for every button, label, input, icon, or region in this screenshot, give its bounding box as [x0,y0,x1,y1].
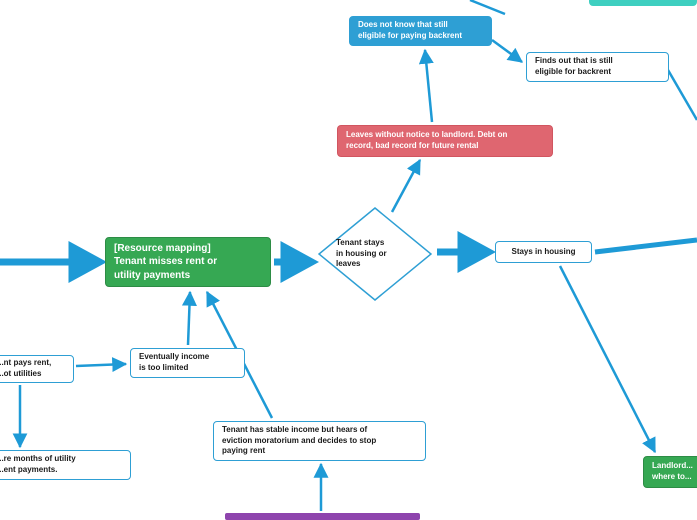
node-tenant-pays-rent-not-utilities[interactable]: ...nt pays rent, ...ot utilities [0,355,74,383]
node-label: Tenant has stable income but hears of ev… [222,424,377,456]
edge-leaves-to-does-not-know [418,48,434,123]
node-label: Finds out that is still eligible for bac… [535,56,613,76]
edge-stays-to-landlord [558,265,657,454]
node-label: Landlord... where to... [652,461,693,481]
node-label: Leaves without notice to landlord. Debt … [346,130,508,150]
node-label: Tenant stays in housing or leaves [336,237,387,269]
edge-decision-to-leaves [390,158,422,213]
node-stays-in-housing[interactable]: Stays in housing [495,241,592,263]
node-leaves-without-notice[interactable]: Leaves without notice to landlord. Debt … [337,125,553,157]
edge-top-incoming [469,0,506,16]
node-label: Eventually income is too limited [139,352,210,372]
diamond-shape [318,207,432,301]
edge-stays-right [594,237,697,255]
node-purple-bottom-bar[interactable] [225,513,420,520]
node-resource-mapping-misses-rent[interactable]: [Resource mapping] Tenant misses rent or… [105,237,271,287]
node-label: Stays in housing [511,246,576,256]
node-label: ...nt pays rent, ...ot utilities [0,358,52,378]
node-months-utility-payments[interactable]: ...re months of utility ...ent payments. [0,450,131,480]
node-label: Does not know that still eligible for pa… [358,20,463,40]
edge-paysrent-to-income [75,357,128,373]
edge-income-to-resource [181,290,197,346]
node-landlord-where-to[interactable]: Landlord... where to... [643,456,697,488]
node-label: ...re months of utility ...ent payments. [0,454,76,474]
node-finds-out-backrent[interactable]: Finds out that is still eligible for bac… [526,52,669,82]
edge-doesnotknow-to-findsout [491,38,524,64]
node-eventually-income-limited[interactable]: Eventually income is too limited [130,348,245,378]
node-stable-income-moratorium[interactable]: Tenant has stable income but hears of ev… [213,421,426,461]
node-tenant-stays-or-leaves[interactable]: Tenant stays in housing or leaves [318,207,432,301]
node-teal-top-right[interactable] [589,0,697,6]
edge-findsout-right [666,69,697,121]
node-label: [Resource mapping] Tenant misses rent or… [114,242,218,281]
node-does-not-know-backrent[interactable]: Does not know that still eligible for pa… [349,16,492,46]
